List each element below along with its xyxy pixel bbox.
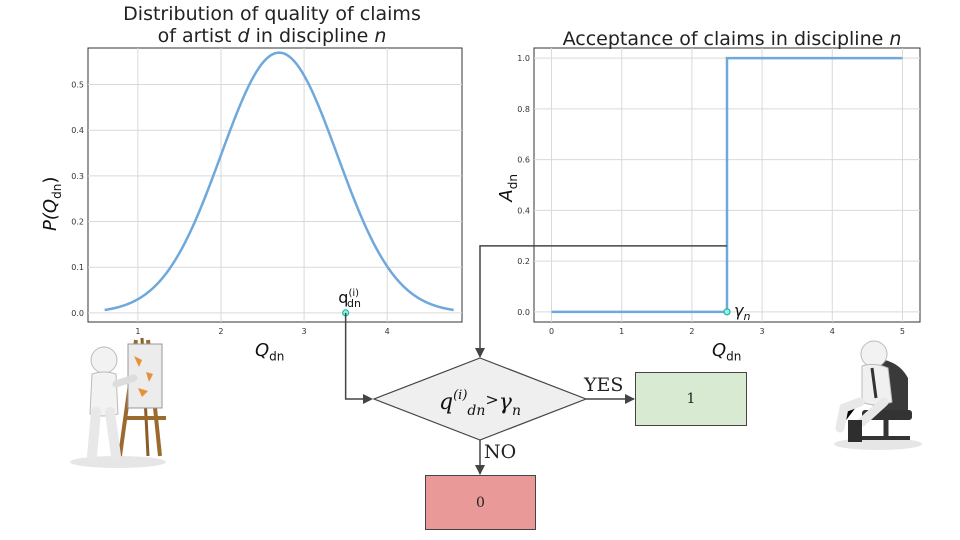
right-chart-title: Acceptance of claims in discipline n (562, 28, 902, 50)
right-x-axis-label: Qdn (712, 340, 742, 364)
left-chart-title-line1: Distribution of quality of claims (123, 3, 421, 25)
x-tick-label: 0 (549, 327, 554, 336)
y-tick-label: 0.3 (71, 172, 84, 181)
left-chart-title: Distribution of quality of claims of art… (92, 3, 452, 47)
chart-frame (533, 47, 921, 323)
y-tick-label: 0.0 (517, 308, 530, 317)
arrowhead-top (475, 348, 485, 358)
arrowhead-yes (625, 394, 635, 404)
arrowhead-no (475, 465, 485, 475)
accepted-outcome-box: 1 (635, 372, 747, 426)
y-tick-label: 0.6 (517, 156, 530, 165)
distribution-curve (104, 51, 454, 312)
right-y-axis-label: Adn (496, 174, 520, 202)
artist-figure (70, 337, 166, 468)
y-tick-label: 0.5 (71, 81, 84, 90)
y-tick-label: 0.4 (517, 206, 530, 215)
x-tick-label: 2 (689, 327, 694, 336)
chart-ticks: 0 1 2 3 4 5 0.0 0.2 0.4 0.6 0.8 1.0 (517, 54, 905, 336)
quality-distribution-chart: 1 2 3 4 0.0 0.1 0.2 0.3 0.4 0.5 q(i)dn (71, 47, 463, 336)
acceptance-chart: 0 1 2 3 4 5 0.0 0.2 0.4 0.6 0.8 1.0 γn (517, 47, 921, 336)
x-tick-label: 1 (135, 327, 140, 336)
left-chart-title-line2: of artist d in discipline n (157, 25, 387, 47)
sample-quality-label: q(i)dn (338, 288, 361, 310)
connector-sample-to-decision (344, 312, 364, 400)
y-tick-label: 1.0 (517, 54, 530, 63)
y-tick-label: 0.1 (71, 263, 84, 272)
x-tick-label: 1 (619, 327, 624, 336)
y-tick-label: 0.2 (517, 257, 530, 266)
x-tick-label: 3 (760, 327, 765, 336)
arrowheads (363, 348, 635, 475)
y-tick-label: 0.8 (517, 105, 530, 114)
threshold-label: γn (734, 301, 750, 323)
y-tick-label: 0.0 (71, 309, 84, 318)
threshold-marker (723, 308, 731, 316)
x-tick-label: 2 (218, 327, 223, 336)
x-tick-label: 4 (385, 327, 390, 336)
rejected-value: 0 (476, 494, 485, 511)
reviewer-figure (834, 340, 922, 450)
x-tick-label: 5 (900, 327, 905, 336)
y-tick-label: 0.2 (71, 218, 84, 227)
left-x-axis-label: Qdn (255, 340, 285, 364)
flow-connectors (344, 245, 727, 474)
left-y-axis-label: P(Qdn) (40, 176, 64, 231)
acceptance-step-line (551, 56, 903, 314)
y-tick-label: 0.4 (71, 126, 84, 135)
rejected-outcome-box: 0 (425, 475, 536, 530)
x-tick-label: 3 (302, 327, 307, 336)
chart-grid (88, 48, 462, 322)
connector-threshold-to-decision (479, 245, 727, 349)
chart-ticks: 1 2 3 4 0.0 0.1 0.2 0.3 0.4 0.5 (71, 81, 389, 336)
x-tick-label: 4 (830, 327, 835, 336)
arrowhead-left (363, 394, 373, 404)
decision-diamond (372, 357, 588, 441)
chart-frame (87, 47, 463, 323)
decision-condition: q(i)dn>γn (439, 388, 521, 419)
no-branch-label: NO (484, 441, 517, 463)
accepted-value: 1 (686, 391, 696, 407)
yes-branch-label: YES (584, 374, 624, 396)
